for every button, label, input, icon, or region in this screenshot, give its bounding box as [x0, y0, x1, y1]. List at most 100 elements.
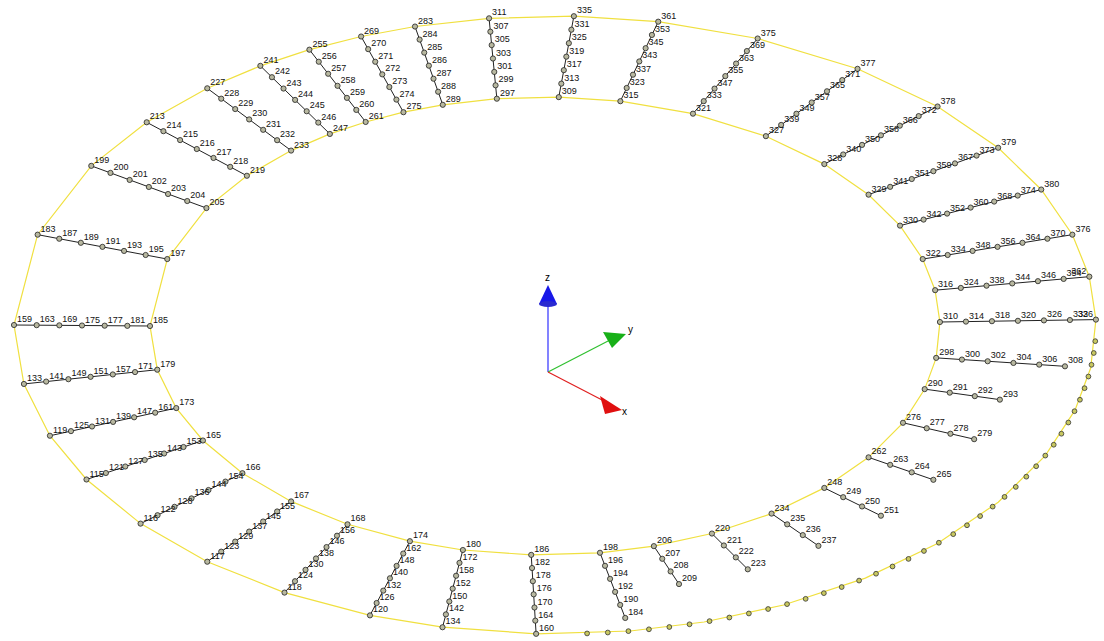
node-number: 125	[74, 420, 89, 430]
node-number: 166	[245, 462, 260, 472]
node-number: 377	[861, 58, 876, 68]
node-number: 243	[287, 78, 302, 88]
node-number: 182	[535, 557, 550, 567]
node-number: 123	[224, 541, 239, 551]
mesh-node	[630, 72, 635, 77]
mesh-node	[533, 618, 538, 623]
mesh-node	[968, 205, 973, 210]
axis-label: x	[622, 406, 627, 417]
mesh-node	[68, 429, 73, 434]
inner-ring	[150, 97, 940, 555]
mesh-node	[1086, 374, 1091, 379]
mesh-node	[618, 99, 623, 104]
node-number: 334	[951, 244, 966, 254]
node-number: 272	[385, 63, 400, 73]
mesh-node	[1061, 276, 1066, 281]
mesh-node	[785, 522, 790, 527]
mesh-node	[307, 47, 312, 52]
node-number: 194	[613, 568, 628, 578]
mesh-node	[492, 69, 497, 74]
mesh-node	[816, 543, 821, 548]
mesh-node	[985, 359, 990, 364]
node-number: 318	[995, 310, 1010, 320]
mesh-node	[1024, 474, 1029, 479]
node-number: 274	[399, 89, 414, 99]
mesh-node	[1067, 317, 1072, 322]
mesh-node	[440, 625, 445, 630]
node-number: 298	[939, 347, 954, 357]
node-number: 175	[85, 315, 100, 325]
node-number: 227	[210, 77, 225, 87]
node-number: 356	[1001, 236, 1016, 246]
mesh-node	[649, 32, 654, 37]
node-number: 202	[152, 176, 167, 186]
node-number: 338	[990, 275, 1005, 285]
mesh-node	[247, 117, 252, 122]
node-number: 147	[137, 406, 152, 416]
mesh-node	[1041, 318, 1046, 323]
node-number: 124	[298, 570, 313, 580]
mesh-node	[890, 564, 895, 569]
mesh-spoke	[207, 501, 291, 561]
mesh-node	[1013, 485, 1018, 490]
mesh-spoke	[869, 148, 999, 195]
node-number: 167	[294, 490, 309, 500]
mesh-spoke	[91, 166, 206, 208]
node-number: 133	[27, 373, 42, 383]
node-number: 127	[128, 456, 143, 466]
node-number: 196	[608, 555, 623, 565]
mesh-node	[326, 71, 331, 76]
mesh-node	[417, 37, 422, 42]
node-number: 163	[40, 314, 55, 324]
node-number: 121	[109, 462, 124, 472]
mesh-node	[146, 184, 151, 189]
mesh-node	[972, 394, 977, 399]
node-number: 176	[537, 583, 552, 593]
mesh-node	[951, 532, 956, 537]
node-number: 277	[930, 417, 945, 427]
node-number: 270	[371, 38, 386, 48]
mesh-node	[177, 138, 182, 143]
node-number: 119	[53, 425, 67, 435]
node-number: 177	[108, 315, 123, 325]
mesh-node	[165, 191, 170, 196]
mesh-node	[934, 355, 939, 360]
mesh-node	[35, 232, 40, 237]
mesh-node	[996, 145, 1001, 150]
mesh-node	[530, 579, 535, 584]
mesh-node	[984, 283, 989, 288]
node-number: 146	[330, 536, 345, 546]
node-number: 156	[340, 525, 355, 535]
mesh-node	[1035, 279, 1040, 284]
node-number: 317	[567, 59, 582, 69]
node-number: 346	[1041, 270, 1056, 280]
node-number: 168	[351, 513, 366, 523]
mesh-node	[282, 590, 287, 595]
mesh-node	[103, 470, 108, 475]
mesh-spoke	[141, 473, 243, 523]
node-number: 269	[364, 26, 379, 36]
mesh-node	[380, 72, 385, 77]
node-number: 192	[618, 581, 633, 591]
mesh-node	[607, 576, 612, 581]
node-number: 162	[406, 543, 421, 553]
mesh-node	[219, 96, 224, 101]
node-number: 314	[969, 311, 984, 321]
mesh-node	[493, 83, 498, 88]
node-number: 363	[739, 53, 754, 63]
mesh-node	[920, 256, 925, 261]
mesh-spoke	[693, 39, 758, 114]
mesh-node	[687, 622, 692, 627]
mesh-node	[556, 95, 561, 100]
node-number: 273	[392, 76, 407, 86]
node-number: 215	[183, 129, 198, 139]
mesh-node	[138, 521, 143, 526]
node-number: 115	[90, 469, 104, 479]
node-number: 329	[872, 184, 887, 194]
mesh-node	[651, 544, 656, 549]
node-number: 140	[393, 567, 408, 577]
mesh-spoke	[86, 441, 202, 480]
node-number: 241	[263, 55, 278, 65]
node-number: 170	[538, 597, 553, 607]
mesh-node	[161, 129, 166, 134]
